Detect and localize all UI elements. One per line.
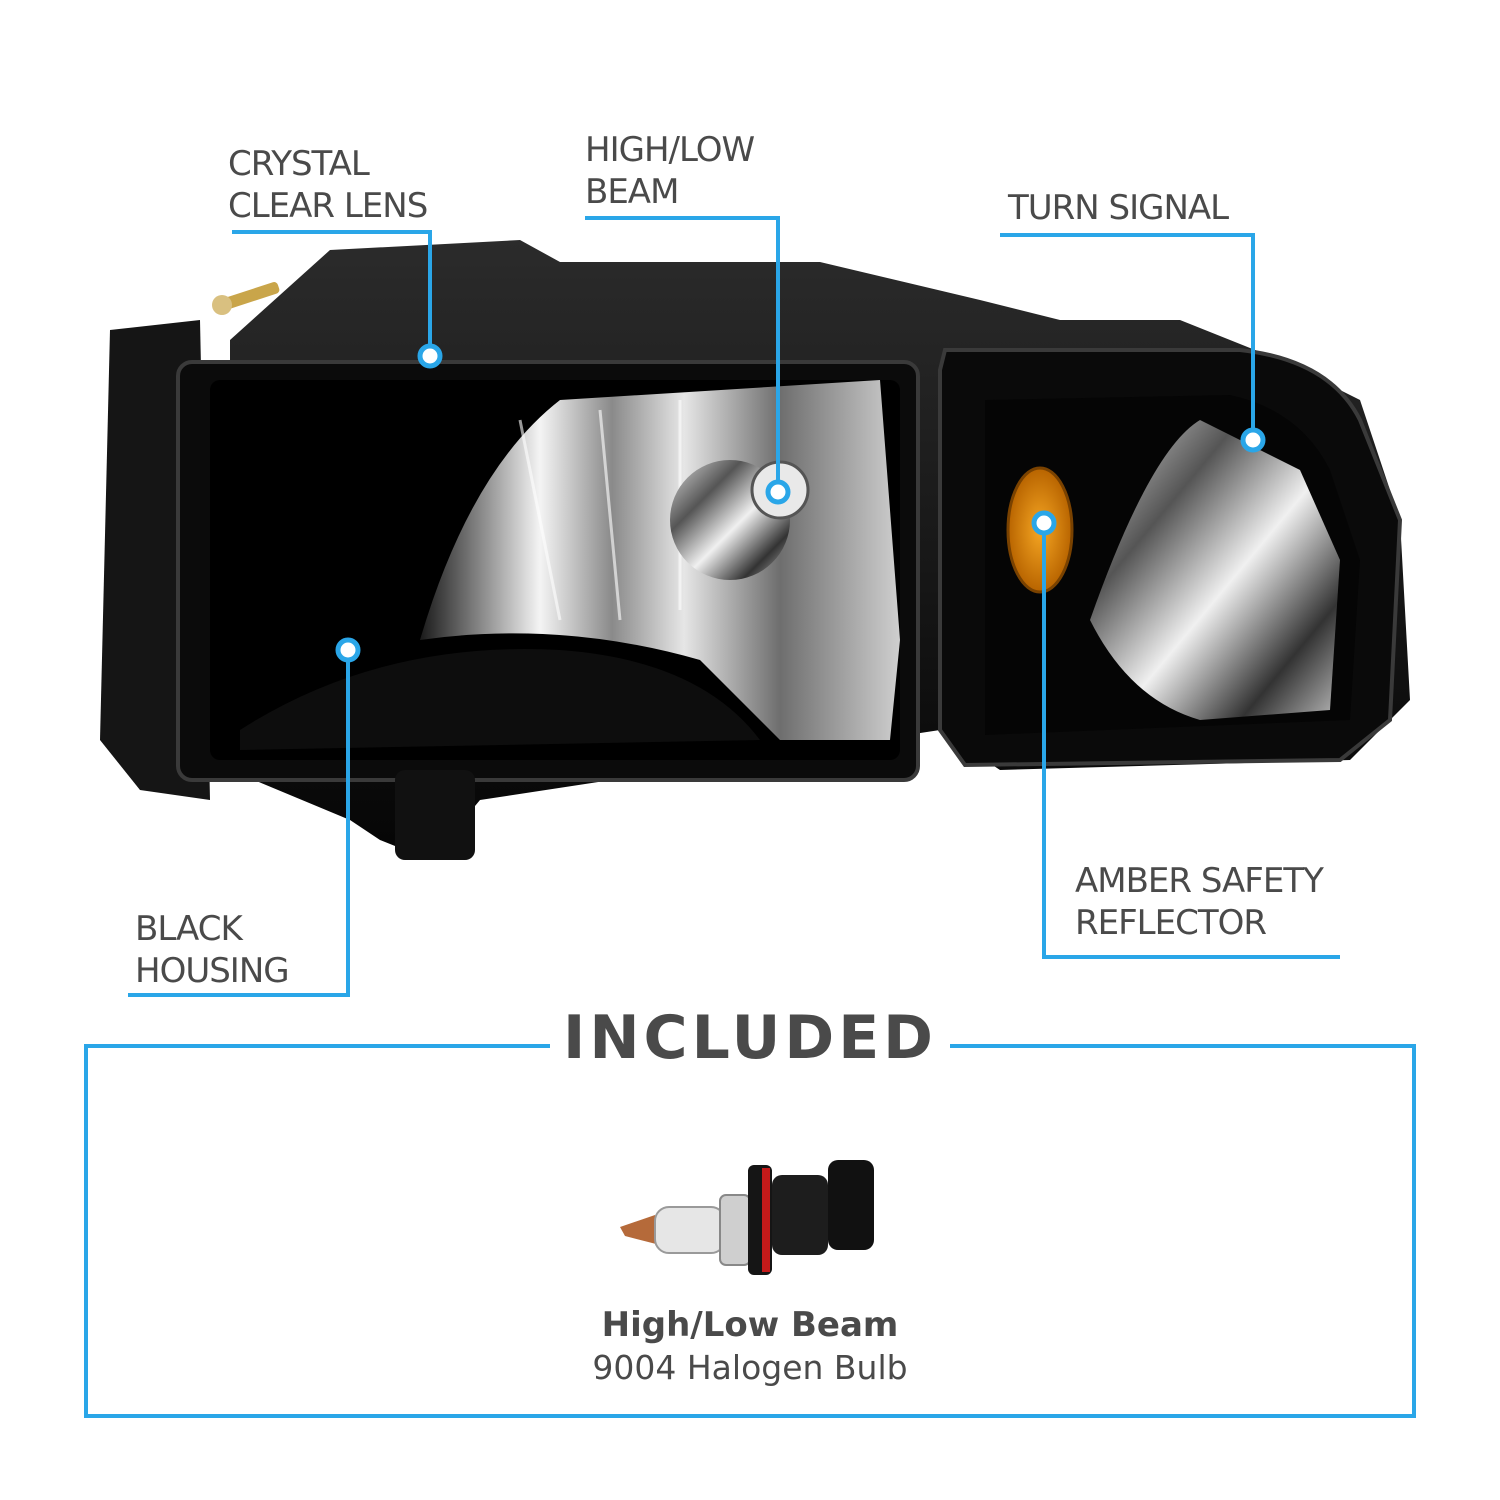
callout-turn-signal: TURN SIGNAL (1008, 187, 1229, 229)
callout-dot-housing (335, 637, 361, 663)
callout-line: CLEAR LENS (228, 186, 428, 226)
included-heading: INCLUDED (550, 1003, 950, 1073)
callout-line: AMBER SAFETY (1075, 861, 1324, 901)
callout-line: REFLECTOR (1075, 903, 1267, 943)
callout-dot-beam (765, 479, 791, 505)
halogen-bulb-image (620, 1160, 874, 1275)
callout-dots (335, 343, 1266, 663)
callout-dot-lens (417, 343, 443, 369)
callout-crystal-clear-lens: CRYSTAL CLEAR LENS (228, 143, 428, 227)
callout-black-housing: BLACK HOUSING (135, 908, 290, 992)
callout-amber-safety-reflector: AMBER SAFETY REFLECTOR (1075, 860, 1324, 944)
bulb-description: 9004 Halogen Bulb (592, 1348, 908, 1387)
callout-line: BLACK (135, 909, 243, 949)
callout-line: BEAM (585, 172, 679, 212)
callout-line: HOUSING (135, 951, 290, 991)
bulb-name: High/Low Beam (601, 1305, 899, 1345)
callout-line: CRYSTAL (228, 144, 370, 184)
callout-dot-reflector (1031, 510, 1057, 536)
callout-line: HIGH/LOW (585, 130, 755, 170)
callout-line: TURN SIGNAL (1008, 188, 1229, 228)
callout-dot-turn (1240, 427, 1266, 453)
callout-high-low-beam: HIGH/LOW BEAM (585, 129, 755, 213)
